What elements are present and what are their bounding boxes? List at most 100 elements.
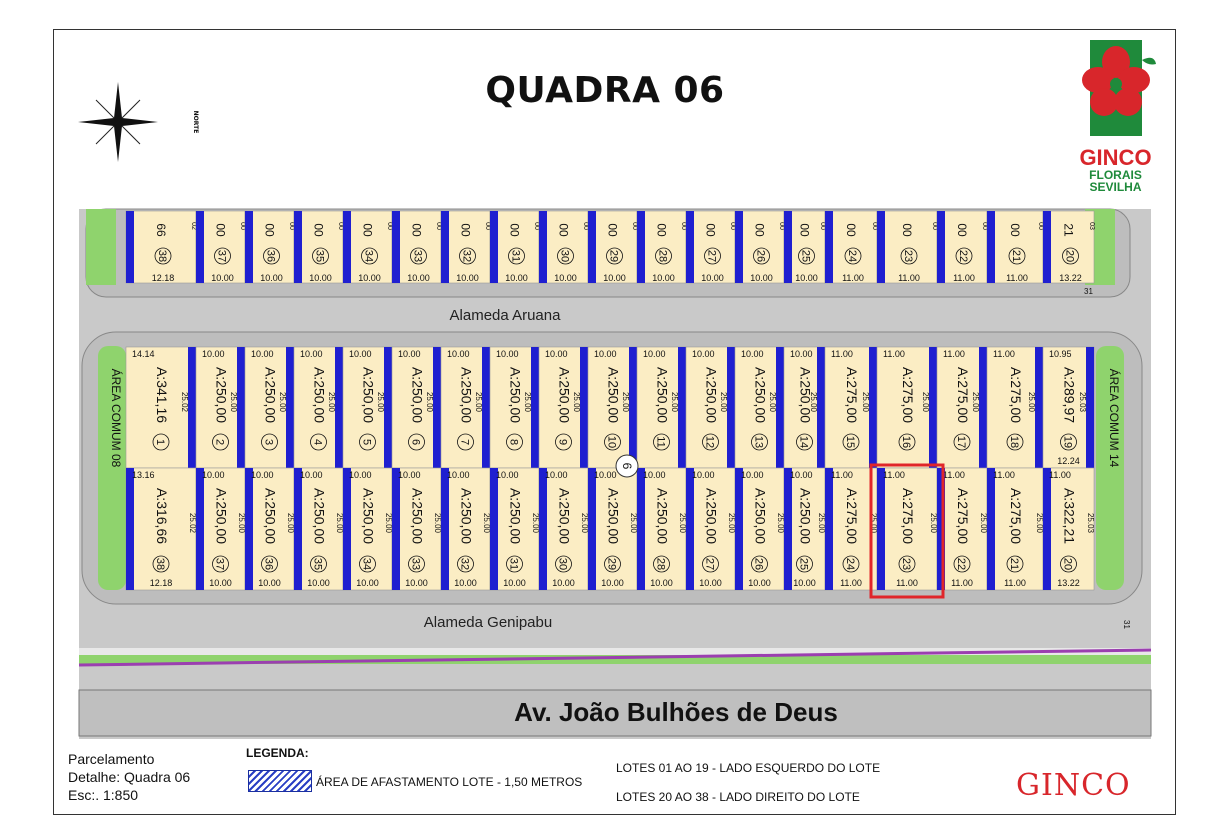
top-lot-number[interactable]: 33 [412,250,424,262]
lot-front-label: 10.00 [643,470,666,480]
lot-number-circle [842,433,860,451]
top-lot-side-depth: 00 [871,222,878,230]
lot-back-label: 10.00 [748,578,771,588]
lot-number[interactable]: 2 [214,439,226,445]
lot-number[interactable]: 34 [361,558,373,570]
top-lot-area [538,210,589,284]
top-lot-number[interactable]: 27 [706,250,718,262]
lot-number[interactable]: 32 [459,558,471,570]
top-lot-front: 10.00 [260,273,283,283]
lot-back-label: 11.00 [1004,578,1026,588]
lot-depth-label: 25.00 [768,392,777,413]
lot-number[interactable]: 9 [557,439,569,445]
top-lot-setback [294,211,302,283]
top-lot-number[interactable]: 29 [608,250,620,262]
lot-number[interactable]: 23 [900,558,912,570]
lot-number[interactable]: 8 [508,439,520,445]
top-lot-depth: 21 [1062,223,1076,237]
top-lot-number[interactable]: 24 [846,250,858,262]
lot-number[interactable]: 24 [844,558,856,570]
lot-number[interactable]: 29 [606,558,618,570]
lot-front-label: 10.00 [643,349,666,359]
lot-number[interactable]: 16 [900,436,912,448]
lot-number[interactable]: 14 [798,436,810,448]
lot-number[interactable]: 22 [955,558,967,570]
lot-number[interactable]: 11 [655,436,667,447]
lot-setback [937,468,945,590]
top-lot-number[interactable]: 38 [156,250,168,262]
top-lot-side-depth: 00 [1037,222,1044,230]
top-lot-setback [343,211,351,283]
lot-number[interactable]: 7 [459,439,471,445]
lot-number[interactable]: 17 [955,436,967,448]
lot-back-label: 10.00 [454,578,477,588]
top-lot-number[interactable]: 36 [265,250,277,262]
lot-number-circle [796,555,813,573]
lot-number[interactable]: 36 [263,558,275,570]
lot-number[interactable]: 27 [704,558,716,570]
lot-number[interactable]: 3 [263,439,275,445]
top-lot-number[interactable]: 31 [510,250,522,262]
lot-front-label: 14.14 [132,349,155,359]
lot-area [538,467,589,591]
lot-setback [196,468,204,590]
lot-front-label: 10.00 [300,470,323,480]
lot-number[interactable]: 25 [798,558,810,570]
top-lot-number[interactable]: 37 [216,250,228,262]
top-lot-number[interactable]: 34 [363,250,375,262]
lot-depth-label: 25.02 [188,513,197,534]
lot-number[interactable]: 37 [214,558,226,570]
lot-number[interactable]: 31 [508,558,520,570]
lot-depth-label: 25.00 [327,392,336,413]
lot-number[interactable]: 20 [1062,558,1074,570]
top-lot-number[interactable]: 23 [902,250,914,262]
lot-number[interactable]: 28 [655,558,667,570]
lot-number[interactable]: 6 [410,439,422,445]
lot-area-label: A:250,00 [410,367,426,423]
top-lot-number[interactable]: 30 [559,250,571,262]
lot-number[interactable]: 12 [704,436,716,448]
lot-number[interactable]: 10 [606,436,618,448]
top-lot-number[interactable]: 35 [314,250,326,262]
lot-number[interactable]: 21 [1008,558,1020,570]
lot-setback [433,347,441,468]
lot-number[interactable]: 15 [844,436,856,448]
lot-number[interactable]: 13 [753,436,765,448]
top-lot-depth: 00 [312,223,326,237]
top-lot-number[interactable]: 25 [800,250,812,262]
lot-number-circle [152,433,170,451]
lot-number[interactable]: 18 [1008,436,1020,448]
lot-number[interactable]: 19 [1062,436,1074,448]
lot-number[interactable]: 33 [410,558,422,570]
lot-number[interactable]: 1 [154,439,166,445]
lot-front-label: 11.00 [1049,470,1071,480]
lot-area [195,346,246,469]
lot-area [538,346,589,469]
lot-number[interactable]: 35 [312,558,324,570]
top-lot-number[interactable]: 26 [755,250,767,262]
top-lot-number[interactable]: 20 [1064,250,1076,262]
top-lot-number[interactable]: 32 [461,250,473,262]
logo: GINCO FLORAIS SEVILHA [1068,40,1163,195]
lot-number-circle [842,555,860,573]
top-lot-area [489,210,540,284]
lot-number[interactable]: 5 [361,439,373,445]
lot-number[interactable]: 4 [312,439,324,445]
lot-number[interactable]: 26 [753,558,765,570]
top-lot-front: 10.00 [554,273,577,283]
top-lot-number[interactable]: 22 [957,250,969,262]
top-lot-area [936,210,988,284]
lot-number[interactable]: 30 [557,558,569,570]
block-marker-label: 6 [620,463,634,470]
plan-info-line-1: Parcelamento [68,751,155,767]
top-lot-number[interactable]: 21 [1010,250,1022,262]
lot-number[interactable]: 38 [154,558,166,570]
lot-area-label: A:250,00 [655,488,671,544]
lot-area [342,467,393,591]
top-lot-number[interactable]: 28 [657,250,669,262]
